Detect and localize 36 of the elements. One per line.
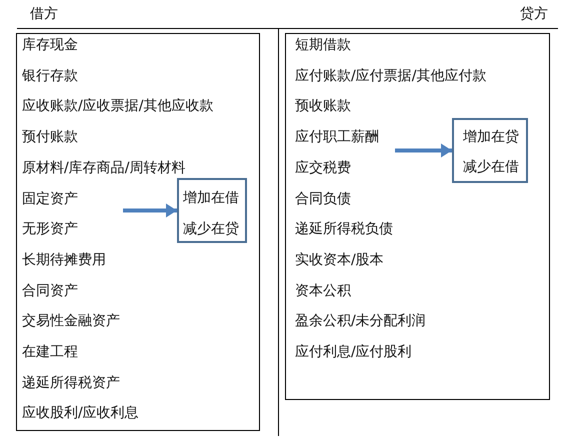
account-name: 实收资本/股本 xyxy=(295,252,384,268)
account-name: 银行存款 xyxy=(22,68,78,84)
account-name: 递延所得税资产 xyxy=(22,374,120,391)
account-name: 交易性金融资产 xyxy=(22,313,120,330)
account-name: 应付账款/应付票据/其他应付款 xyxy=(295,68,486,84)
account-name: 应付利息/应付股利 xyxy=(295,344,412,360)
account-name: 库存现金 xyxy=(22,37,78,53)
account-name: 无形资产 xyxy=(22,221,78,238)
account-name: 合同负债 xyxy=(295,190,351,206)
account-name: 合同资产 xyxy=(22,282,78,299)
account-name: 预收账款 xyxy=(295,98,351,114)
note-text: 增加在借 xyxy=(183,190,239,206)
account-list-box xyxy=(16,33,260,431)
note-text: 减少在贷 xyxy=(183,221,239,237)
account-name: 短期借款 xyxy=(295,37,351,53)
account-name: 固定资产 xyxy=(22,190,78,206)
account-name: 应付职工薪酬 xyxy=(295,129,379,146)
arrow xyxy=(395,144,452,158)
account-name: 应收账款/应收票据/其他应收款 xyxy=(22,98,214,114)
account-name: 盈余公积/未分配利润 xyxy=(295,313,426,330)
account-name: 在建工程 xyxy=(22,344,78,360)
account-name: 应收股利/应收利息 xyxy=(22,405,139,422)
note-box xyxy=(177,178,247,243)
account-name: 应交税费 xyxy=(295,160,351,176)
account-name: 预付账款 xyxy=(22,129,78,146)
account-name: 长期待摊费用 xyxy=(22,252,106,268)
column-heading: 借方 xyxy=(30,6,58,22)
column-heading: 贷方 xyxy=(520,6,548,22)
account-list-box xyxy=(285,33,550,400)
arrow xyxy=(123,204,177,218)
note-box xyxy=(452,118,528,183)
account-name: 原材料/库存商品/周转材料 xyxy=(22,160,186,176)
account-name: 资本公积 xyxy=(295,282,351,299)
note-text: 减少在借 xyxy=(463,159,519,175)
note-text: 增加在贷 xyxy=(463,129,519,145)
account-name: 递延所得税负债 xyxy=(295,221,393,238)
